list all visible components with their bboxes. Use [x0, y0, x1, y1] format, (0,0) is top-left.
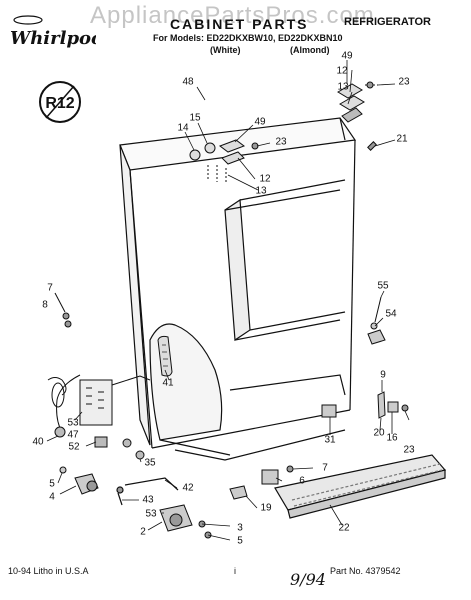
callout-19: 19 [260, 502, 272, 514]
callout-55: 55 [377, 280, 389, 292]
r12-badge: R12 [39, 81, 81, 123]
footer-litho: 10-94 Litho in U.S.A [8, 566, 89, 576]
svg-text:Whirlpool: Whirlpool [10, 28, 96, 49]
footer-part-number: Part No. 4379542 [330, 566, 401, 576]
callout-2: 2 [140, 526, 146, 538]
callout-8: 8 [42, 299, 48, 311]
callout-3: 3 [237, 522, 243, 534]
callout-42: 42 [182, 482, 194, 494]
cabinet-body [119, 117, 357, 461]
callout-31: 31 [324, 434, 336, 446]
callout-49: 49 [341, 50, 353, 62]
category-label: REFRIGERATOR [344, 16, 431, 28]
callout-12: 12 [336, 65, 348, 77]
callout-12: 12 [259, 173, 271, 185]
callout-53: 53 [67, 417, 79, 429]
models-line: For Models: ED22DKXBW10, ED22DKXBN10 [153, 33, 343, 43]
roller-assembly-left [59, 466, 99, 495]
callout-5: 5 [49, 478, 55, 490]
page-title: CABINET PARTS [170, 16, 309, 32]
toe-grille [274, 454, 447, 519]
air-duct-part [157, 335, 173, 377]
callout-22: 22 [338, 522, 350, 534]
callout-6: 6 [299, 475, 305, 487]
right-hinge-bracket [377, 391, 409, 419]
callout-16: 16 [386, 432, 398, 444]
callout-35: 35 [144, 457, 156, 469]
callout-40: 40 [32, 436, 44, 448]
callout-20: 20 [373, 427, 385, 439]
handwritten-date: 9/94 [290, 570, 326, 589]
watermark: AppliancePartsPros.com [90, 2, 375, 29]
svg-text:R12: R12 [45, 95, 74, 112]
callout-leader-lines [46, 60, 410, 541]
callout-7: 7 [47, 282, 53, 294]
roller-assembly-center [159, 504, 212, 539]
bottom-center-parts [229, 404, 337, 500]
callout-49: 49 [254, 116, 266, 128]
left-screws [54, 292, 72, 328]
screw-21 [367, 141, 377, 151]
callout-52: 52 [68, 441, 80, 453]
callout-41: 41 [162, 377, 174, 389]
callout-7: 7 [322, 462, 328, 474]
callout-13: 13 [255, 185, 267, 197]
callout-4: 4 [49, 491, 55, 503]
callout-43: 43 [142, 494, 154, 506]
callout-53: 53 [145, 508, 157, 520]
callout-54: 54 [385, 308, 397, 320]
whirlpool-logo: Whirlpool [8, 14, 110, 50]
callout-13: 13 [337, 81, 349, 93]
color-almond-label: (Almond) [290, 45, 330, 55]
callout-23: 23 [275, 136, 287, 148]
callout-9: 9 [380, 369, 386, 381]
callout-23: 23 [403, 444, 415, 456]
callout-23: 23 [398, 76, 410, 88]
callout-15: 15 [189, 112, 201, 124]
callout-14: 14 [177, 122, 189, 134]
footer-page: i [234, 566, 236, 576]
top-hinge-center [189, 139, 259, 184]
callout-47: 47 [67, 429, 79, 441]
callout-5: 5 [237, 535, 243, 547]
color-white-label: (White) [210, 45, 241, 55]
power-cord-assembly [47, 374, 151, 433]
right-bracket-parts [367, 296, 386, 345]
callout-48: 48 [182, 76, 194, 88]
callout-21: 21 [396, 133, 408, 145]
